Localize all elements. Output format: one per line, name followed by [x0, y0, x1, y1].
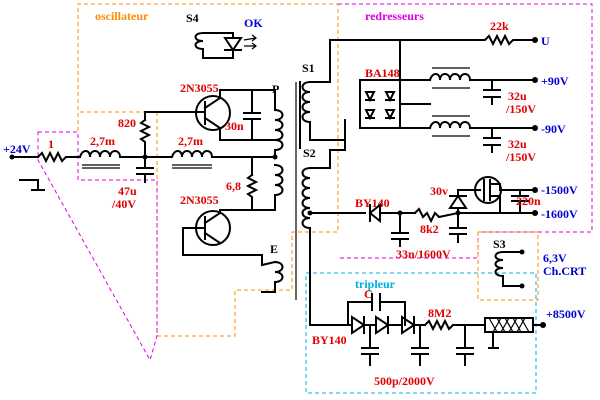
crt-terminal-sub: Ch.CRT	[543, 264, 586, 278]
choke-plus90	[428, 73, 536, 82]
tripler-zone	[305, 272, 537, 394]
c-32u-a-voltage: /150V	[505, 102, 536, 116]
zener-30v-label: 30v	[430, 184, 448, 198]
diode-tripler-1	[347, 315, 366, 335]
plus-90-terminal-label: +90V	[541, 74, 569, 88]
bridge-label: BA148	[365, 66, 400, 80]
r-8k2-label: 8k2	[420, 222, 439, 236]
r-8m2-label: 8M2	[428, 306, 451, 320]
rectifier-title: redresseurs	[365, 9, 424, 23]
c-30n-label: 30n	[225, 119, 244, 133]
u-terminal-label: U	[541, 34, 550, 48]
c-tripler-label: 500p/2000V	[374, 374, 435, 388]
r-6-8-label: 6,8	[226, 179, 241, 193]
s3-label: S3	[493, 237, 506, 251]
winding-e	[261, 260, 284, 293]
minus-1500-terminal-label: -1500V	[541, 183, 578, 197]
r-820-label: 820	[118, 116, 136, 130]
l-mid-label: 2,7m	[178, 134, 203, 148]
l-input-label: 2,7m	[90, 134, 115, 148]
input-terminal-label: +24V	[3, 142, 31, 156]
minus-1600-terminal-label: -1600V	[541, 207, 578, 221]
l-input-inductor	[78, 150, 146, 159]
transistor-top-label: 2N3055	[180, 81, 219, 95]
c-220n-label: 220n	[516, 194, 541, 208]
diode-tripler-3	[387, 315, 416, 335]
led-ok	[223, 32, 243, 52]
c-tripler-top-label: C	[364, 287, 373, 301]
oscillator-zone	[77, 3, 339, 337]
l-mid-inductor	[144, 150, 276, 158]
r-6-8	[245, 173, 259, 211]
choke-minus90	[428, 121, 536, 130]
winding-base	[273, 163, 284, 211]
s3-zone	[477, 231, 539, 301]
r-22k	[399, 33, 536, 47]
winding-s3	[494, 250, 523, 287]
winding-s2	[301, 166, 312, 241]
hv-terminal-label: +8500V	[546, 307, 586, 321]
ground-symbol	[19, 179, 45, 191]
bridge-rectifier	[359, 79, 401, 129]
minus-90-terminal-label: -90V	[541, 122, 566, 136]
c-32u-a-label: 32u	[508, 89, 527, 103]
c-tripler-top	[371, 293, 381, 311]
diode-by140-b-label: BY140	[312, 333, 347, 347]
s1-label: S1	[302, 61, 315, 75]
c-33n-label: 33n/1600V	[396, 247, 451, 261]
r-input-label: 1	[48, 137, 54, 151]
winding-p	[273, 108, 284, 158]
input-zone	[37, 131, 158, 362]
c-input-label: 47u	[118, 184, 137, 198]
crt-terminal-label: 6,3V	[543, 251, 567, 265]
transistor-top	[195, 95, 231, 131]
c-32u-a	[483, 89, 501, 98]
s2-label: S2	[303, 146, 316, 160]
oscillator-title: oscillateur	[95, 9, 149, 23]
winding-p-label: P	[272, 82, 279, 96]
winding-s1	[301, 80, 312, 141]
r-820	[138, 118, 152, 158]
c-32u-b	[483, 137, 501, 146]
c-32u-b-label: 32u	[508, 137, 527, 151]
diode-by140-a-label: BY140	[355, 196, 390, 210]
winding-e-label: E	[270, 242, 278, 256]
r-22k-label: 22k	[490, 19, 509, 33]
ok-label: OK	[244, 16, 263, 30]
r-8k2	[413, 207, 460, 224]
diode-tripler-2	[363, 315, 390, 335]
c-32u-b-voltage: /150V	[505, 150, 536, 164]
s4-label: S4	[186, 11, 199, 25]
r-input	[36, 150, 81, 164]
tripler-title: tripleur	[355, 277, 396, 291]
s4-winding	[194, 31, 234, 59]
r-8m2	[423, 318, 486, 332]
c-input-voltage: /40V	[111, 197, 136, 211]
transistor-bottom-label: 2N3055	[180, 193, 219, 207]
zener-30v	[448, 189, 481, 214]
